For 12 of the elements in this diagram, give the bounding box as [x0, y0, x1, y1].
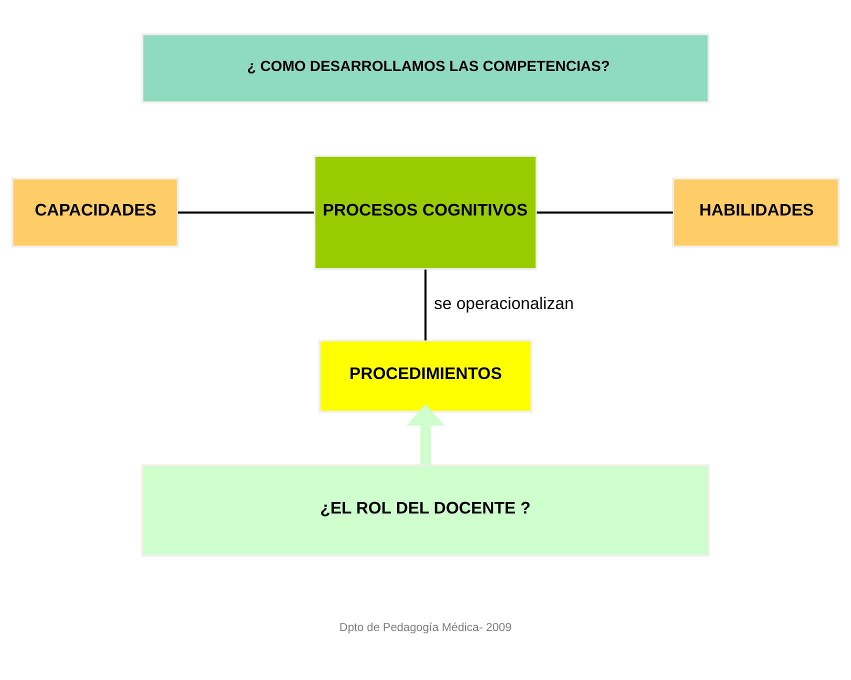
node-box: ¿EL ROL DEL DOCENTE ?	[141, 464, 710, 556]
arrow	[406, 403, 444, 464]
node-box: CAPACIDADES	[11, 176, 179, 248]
connector	[536, 210, 673, 214]
label: Dpto de Pedagogía Médica- 2009	[339, 621, 512, 634]
edge-label: se operacionalizan	[434, 293, 574, 312]
connector	[178, 210, 314, 214]
node-box: PROCEDIMIENTOS	[318, 338, 532, 412]
connector	[424, 269, 427, 340]
node-box: PROCESOS COGNITIVOS	[313, 154, 538, 270]
node-box: ¿ COMO DESARROLLAMOS LAS COMPETENCIAS?	[141, 32, 710, 103]
node-box: HABILIDADES	[672, 176, 840, 248]
